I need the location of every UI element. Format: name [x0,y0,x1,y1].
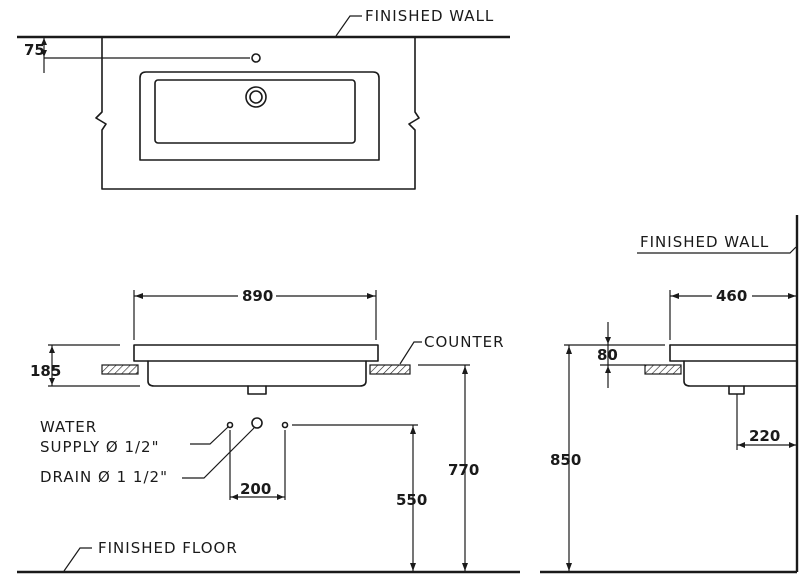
water-supply-right-icon [281,421,289,429]
dim-460-text: 460 [716,287,747,305]
dim-75-arrows [41,38,47,57]
front-elevation: 890 COUNTER 185 WATER SUPPLY Ø 1/2" DRAI… [17,287,520,574]
side-counter [644,364,682,375]
dim-220-arrows [738,442,796,448]
water-supply-label-2: SUPPLY Ø 1/2" [40,438,160,456]
plan-drain-outer [245,86,267,108]
finished-floor-label: FINISHED FLOOR [98,539,238,557]
drain-label: DRAIN Ø 1 1/2" [40,468,168,486]
plan-view: FINISHED WALL 75 [17,7,510,190]
counter-label: COUNTER [424,333,505,351]
dim-185-text: 185 [30,362,61,380]
plan-tap-hole [251,53,261,63]
water-supply-leader [190,426,229,445]
front-drain-stub [247,385,267,395]
counter-leader [399,341,422,365]
wall-leader [335,15,362,37]
floor-leader [63,547,92,572]
dim-770-text: 770 [448,461,479,479]
counter-right [369,364,411,375]
plan-basin-outer [139,71,380,161]
dim-850-text: 850 [550,451,581,469]
dim-75-text: 75 [24,41,45,59]
dim-80-text: 80 [597,346,618,364]
dim-890-text: 890 [242,287,273,305]
counter-left [101,364,139,375]
drain-point-icon [251,417,263,429]
dim-220-text: 220 [749,427,780,445]
side-basin-bowl [683,360,798,387]
front-basin-top [133,344,379,362]
dim-550-text: 550 [396,491,427,509]
side-elevation: FINISHED WALL 460 80 220 850 [540,215,799,574]
plan-basin-inner [154,79,356,144]
drain-leader [182,427,255,479]
finished-wall-top-label: FINISHED WALL [365,7,494,25]
side-drain-stub [728,385,745,395]
side-wall-leader [637,246,797,254]
water-supply-label-1: WATER [40,418,97,436]
front-basin-bowl [147,360,367,387]
plan-counter-outline [95,36,420,190]
side-basin-top [669,344,798,362]
plan-drain-inner [249,90,263,104]
water-supply-left-icon [226,421,234,429]
finished-wall-side-label: FINISHED WALL [640,233,769,251]
dim-200-text: 200 [240,480,271,498]
